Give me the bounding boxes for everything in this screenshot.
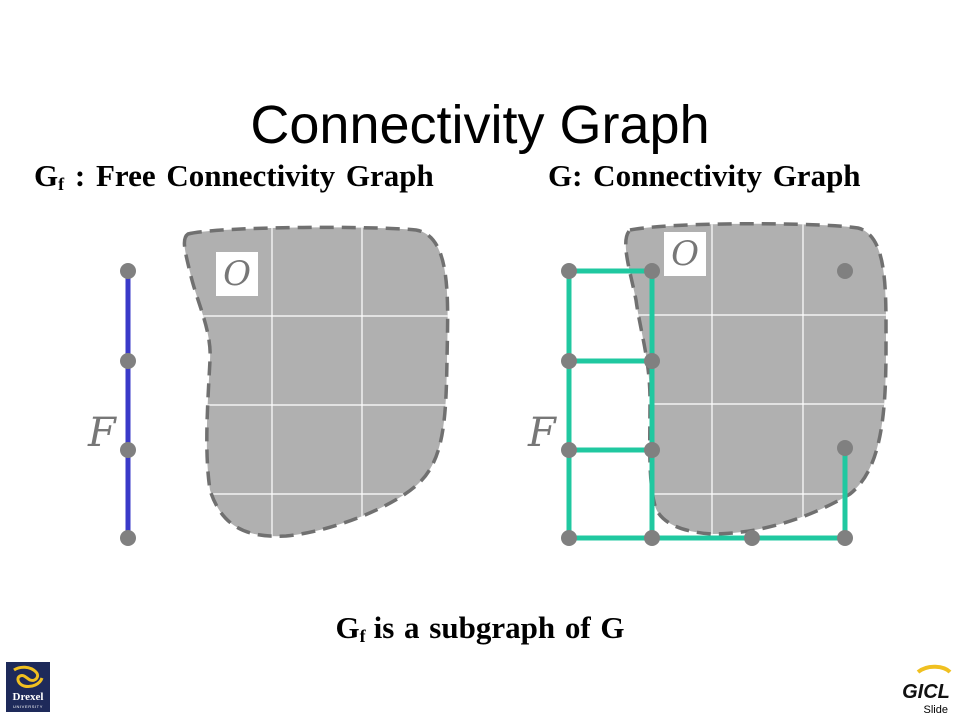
graph-node (561, 263, 577, 279)
right-obstacle-label-box (664, 232, 706, 276)
right-obstacle-border (624, 221, 888, 536)
caption-subscript: f (359, 626, 366, 646)
free-graph-node (120, 263, 136, 279)
slide-title: Connectivity Graph (250, 95, 710, 155)
graph-node (837, 263, 853, 279)
caption-main: G (335, 610, 360, 645)
gicl-swoosh-icon (916, 664, 952, 674)
graph-node (644, 263, 660, 279)
free-graph-heading-main: G (34, 158, 59, 193)
free-graph-nodes (120, 263, 136, 546)
right-obstacle-label: O (671, 234, 699, 274)
slide-label: Slide (923, 704, 948, 716)
graph-node (561, 353, 577, 369)
right-obstacle: O (624, 221, 888, 536)
graph-heading: G: Connectivity Graph (548, 158, 861, 193)
free-graph-node (120, 530, 136, 546)
left-obstacle-label: O (223, 254, 251, 294)
graph-node (644, 353, 660, 369)
drexel-logo: Drexel UNIVERSITY (6, 662, 50, 712)
gicl-logo: GICL (902, 664, 952, 703)
graph-node (837, 440, 853, 456)
graph-node (644, 530, 660, 546)
left-obstacle-border (182, 225, 450, 538)
gicl-logo-text: GICL (902, 681, 950, 703)
graph-node (744, 530, 760, 546)
graph-node (561, 530, 577, 546)
free-graph-heading: Gf : Free Connectivity Graph (34, 156, 434, 204)
free-graph-heading-subscript: f (58, 174, 65, 194)
graph-edges (566, 268, 848, 541)
free-graph-heading-rest: : Free Connectivity Graph (64, 158, 434, 193)
right-free-space-label: F (527, 410, 557, 456)
right-obstacle-fill (625, 223, 887, 534)
free-graph-node (120, 442, 136, 458)
left-free-space-label: F (87, 410, 117, 456)
caption: Gf is a subgraph of G (0, 610, 960, 647)
graph-node (644, 442, 660, 458)
left-obstacle-fill (184, 227, 448, 537)
graph-node (561, 442, 577, 458)
drexel-logo-text: Drexel (13, 691, 44, 703)
drexel-logo-subtext: UNIVERSITY (13, 704, 43, 709)
free-graph-node (120, 353, 136, 369)
dragon-icon (13, 665, 44, 688)
left-obstacle-label-box (216, 252, 258, 296)
caption-rest: is a subgraph of G (373, 610, 625, 645)
left-obstacle: O (182, 225, 450, 538)
graph-node (837, 530, 853, 546)
graph-nodes (561, 263, 853, 546)
